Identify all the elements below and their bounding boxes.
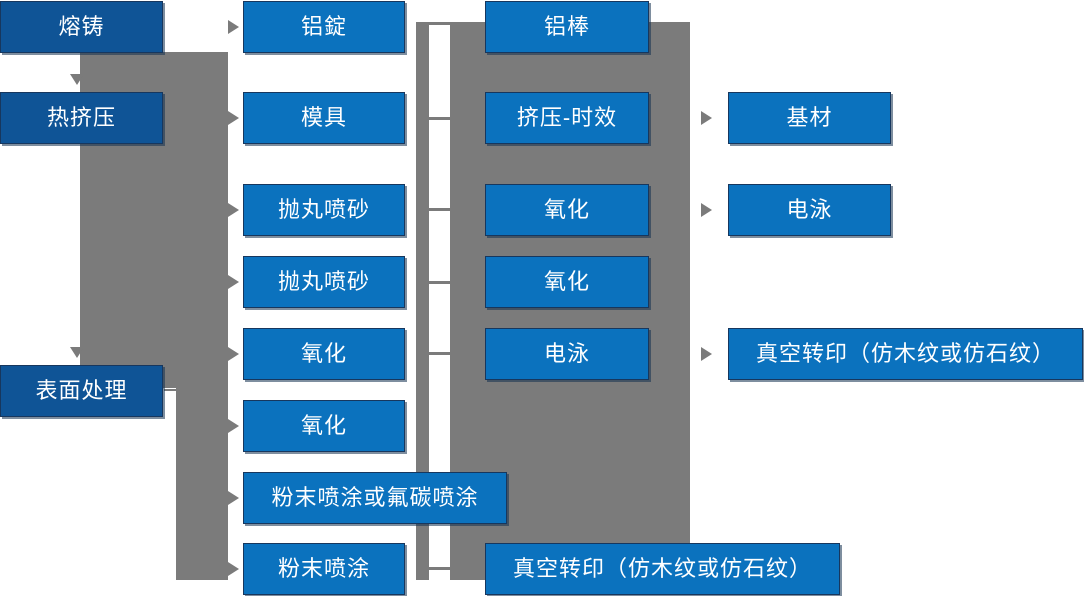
connector-left-spine-lower <box>176 52 228 580</box>
node-powder-coating-label: 粉末喷涂 <box>277 556 370 581</box>
node-oxidation-3-label: 氧化 <box>543 197 590 222</box>
node-oxidation-4[interactable]: 氧化 <box>485 256 649 308</box>
node-electrophoresis-2-label: 电泳 <box>786 197 833 222</box>
node-oxidation-2[interactable]: 氧化 <box>243 400 405 452</box>
node-oxidation-1[interactable]: 氧化 <box>243 328 405 380</box>
arrow-melting-to-hot-extrusion-icon <box>70 74 84 85</box>
arrow-to-vacuum-transfer-2-icon <box>701 347 712 361</box>
arrow-to-electrophoresis-2-icon <box>701 203 712 217</box>
node-shot-blasting-1-label: 抛丸喷砂 <box>277 197 370 222</box>
node-vacuum-transfer-printing-1-label: 真空转印（仿木纹或仿石纹） <box>512 556 812 581</box>
connector-rung-3 <box>429 208 451 211</box>
node-aluminum-bar[interactable]: 铝棒 <box>485 1 649 53</box>
node-mold[interactable]: 模具 <box>243 92 405 144</box>
node-aluminum-ingot-label: 铝錠 <box>300 14 347 39</box>
connector-middle-thin-bar <box>416 22 429 580</box>
arrow-hot-extrusion-to-surface-treatment-icon <box>70 347 84 358</box>
arrow-to-powder-coating-icon <box>228 562 239 576</box>
stage-hot-extrusion[interactable]: 热挤压 <box>0 92 163 144</box>
arrow-to-mold-icon <box>228 111 239 125</box>
node-oxidation-3[interactable]: 氧化 <box>485 184 649 236</box>
node-oxidation-2-label: 氧化 <box>300 413 347 438</box>
node-shot-blasting-1[interactable]: 抛丸喷砂 <box>243 184 405 236</box>
node-substrate-label: 基材 <box>786 105 833 130</box>
arrow-to-shot-blasting-1-icon <box>228 203 239 217</box>
node-substrate[interactable]: 基材 <box>728 92 891 144</box>
node-aluminum-ingot[interactable]: 铝錠 <box>243 1 405 53</box>
node-electrophoresis-1[interactable]: 电泳 <box>485 328 649 380</box>
node-oxidation-4-label: 氧化 <box>543 269 590 294</box>
node-vacuum-transfer-printing-1[interactable]: 真空转印（仿木纹或仿石纹） <box>485 543 840 595</box>
connector-rung-5 <box>429 352 451 355</box>
node-oxidation-1-label: 氧化 <box>300 341 347 366</box>
arrow-to-substrate-icon <box>701 111 712 125</box>
stage-melting-casting[interactable]: 熔铸 <box>0 1 163 53</box>
node-extrusion-aging[interactable]: 挤压-时效 <box>485 92 649 144</box>
node-vacuum-transfer-printing-2-label: 真空转印（仿木纹或仿石纹） <box>755 341 1055 366</box>
arrow-to-oxidation-2-icon <box>228 419 239 433</box>
node-shot-blasting-2-label: 抛丸喷砂 <box>277 269 370 294</box>
stage-surface-treatment-label: 表面处理 <box>35 378 128 403</box>
stage-hot-extrusion-label: 热挤压 <box>46 105 116 130</box>
node-powder-or-fluorocarbon-coating-label: 粉末喷涂或氟碳喷涂 <box>271 485 479 510</box>
connector-rung-1 <box>429 22 451 25</box>
node-extrusion-aging-label: 挤压-时效 <box>516 105 618 130</box>
connector-rung-6 <box>429 567 451 570</box>
arrow-to-shot-blasting-2-icon <box>228 275 239 289</box>
node-electrophoresis-2[interactable]: 电泳 <box>728 184 891 236</box>
connector-rung-4 <box>429 281 451 284</box>
arrow-to-oxidation-1-icon <box>228 347 239 361</box>
stage-surface-treatment[interactable]: 表面处理 <box>0 365 163 417</box>
connector-rung-2 <box>429 117 451 120</box>
node-vacuum-transfer-printing-2[interactable]: 真空转印（仿木纹或仿石纹） <box>728 328 1083 380</box>
arrow-to-aluminum-ingot-icon <box>228 20 239 34</box>
node-mold-label: 模具 <box>300 105 347 130</box>
node-powder-or-fluorocarbon-coating[interactable]: 粉末喷涂或氟碳喷涂 <box>243 472 507 524</box>
node-aluminum-bar-label: 铝棒 <box>543 14 590 39</box>
node-electrophoresis-1-label: 电泳 <box>543 341 590 366</box>
connector-surface-treatment-stub <box>164 389 198 391</box>
node-shot-blasting-2[interactable]: 抛丸喷砂 <box>243 256 405 308</box>
node-powder-coating[interactable]: 粉末喷涂 <box>243 543 405 595</box>
arrow-to-powder-fluorocarbon-icon <box>228 491 239 505</box>
stage-melting-casting-label: 熔铸 <box>58 14 105 39</box>
